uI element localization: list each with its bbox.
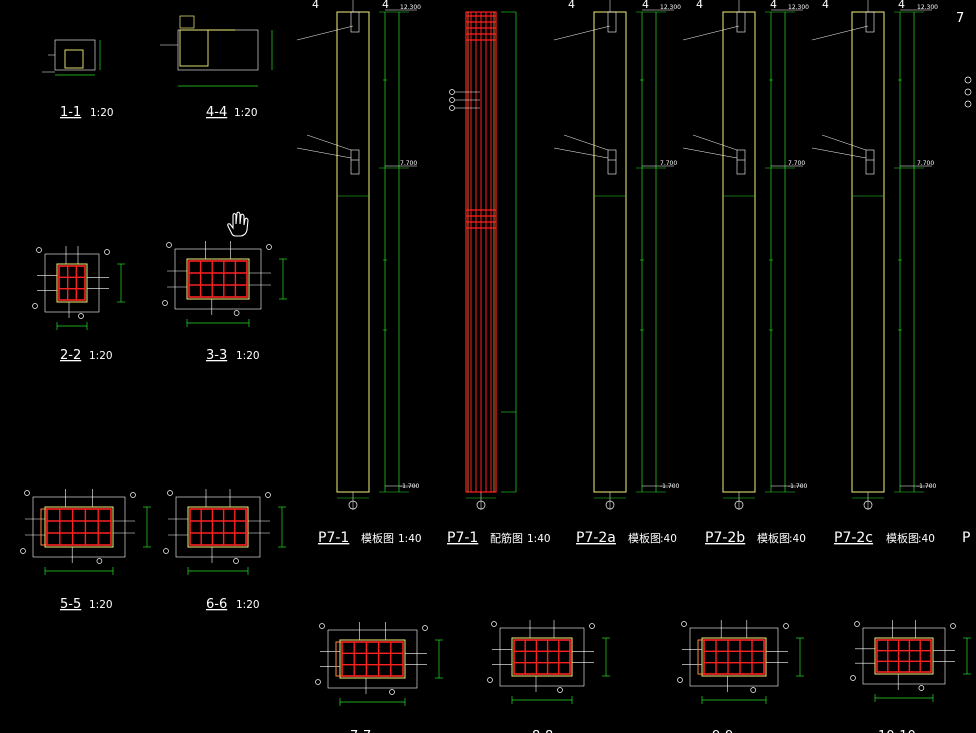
elevation-name: P7-2b (705, 530, 745, 546)
hand-pan-icon (227, 211, 249, 237)
elevation-scale: :40 (660, 533, 677, 545)
elevation-p7-1-template (296, 0, 417, 510)
grid-label: 4 (312, 0, 319, 11)
elevation-name: P7-2c (834, 530, 873, 546)
level-bottom: -1.700 (788, 483, 808, 490)
elevation-title: P7-2c 模板图 :40 (834, 530, 935, 546)
section-1-1-drawing (42, 39, 101, 76)
right-edge-markers (964, 76, 972, 108)
section-6-6-drawing (163, 489, 286, 575)
view-id: 10-10 (878, 729, 916, 733)
level-mid: 7.700 (917, 160, 934, 167)
view-id: 3-3 (206, 348, 227, 363)
section-9-9-drawing (677, 620, 804, 704)
elevation-p7-2c-template (811, 0, 932, 510)
section-2-2-drawing (32, 246, 125, 330)
bottom-view-titles: 7-7 8-8 9-9 10-10 (350, 729, 916, 733)
elevation-scale: 1:40 (398, 533, 422, 545)
view-scale: 1:20 (236, 350, 260, 362)
elevation-title: P7-2b 模板图 :40 (705, 530, 806, 546)
level-top: 12.300 (400, 4, 421, 11)
level-top: 12.300 (788, 4, 809, 11)
level-mid: 7.700 (788, 160, 805, 167)
level-bottom: -1.700 (917, 483, 937, 490)
grid-label: 4 (770, 0, 777, 11)
section-7-7-drawing (315, 622, 443, 706)
elevation-title: P (962, 530, 970, 546)
view-scale: 1:20 (89, 350, 113, 362)
grid-label: 4 (382, 0, 389, 11)
level-mid: 7.700 (660, 160, 677, 167)
view-scale: 1:20 (236, 599, 260, 611)
view-scale: 1:20 (90, 107, 114, 119)
view-id: 6-6 (206, 597, 227, 612)
elevation-p7-1-reinforcement (449, 11, 517, 510)
level-bottom: -1.700 (400, 483, 420, 490)
grid-axis-labels: 4 4 4 4 4 4 4 4 7 (312, 0, 964, 26)
view-scale: 1:20 (89, 599, 113, 611)
grid-label: 4 (642, 0, 649, 11)
elevation-kind: 模板图 (886, 531, 919, 545)
elevation-kind: 模板图 (628, 531, 661, 545)
level-top: 12.300 (660, 4, 681, 11)
elevation-title: P7-1 配筋图 1:40 (447, 530, 551, 546)
grid-label: 4 (898, 0, 905, 11)
elevation-p7-2b-template (682, 0, 803, 510)
grid-label: 4 (568, 0, 575, 11)
grid-label: 4 (822, 0, 829, 11)
section-4-4-title: 4-4 1:20 (206, 105, 258, 120)
elevation-kind: 配筋图 (490, 531, 523, 545)
view-id: 8-8 (532, 729, 553, 733)
grid-label: 4 (696, 0, 703, 11)
elevation-kind: 模板图 (361, 531, 394, 545)
section-2-2-title: 2-2 1:20 (60, 348, 113, 363)
elevation-level-labels: 12.300 7.700 -1.700 12.300 7.700 -1.700 … (400, 4, 938, 490)
elevation-scale: :40 (918, 533, 935, 545)
view-id: 7-7 (350, 729, 371, 733)
elevation-name: P7-2a (576, 530, 616, 546)
level-mid: 7.700 (400, 160, 417, 167)
section-8-8-drawing (487, 620, 610, 704)
view-scale: 1:20 (234, 107, 258, 119)
section-6-6-title: 6-6 1:20 (206, 597, 260, 612)
grid-label: 7 (956, 11, 964, 26)
view-id: 2-2 (60, 348, 81, 363)
view-id: 5-5 (60, 597, 81, 612)
section-5-5-title: 5-5 1:20 (60, 597, 113, 612)
elevation-name: P (962, 530, 970, 546)
elevation-p7-2a-template (553, 0, 674, 510)
elevation-title: P7-2a 模板图 :40 (576, 530, 677, 546)
level-top: 12.300 (917, 4, 938, 11)
elevation-title: P7-1 模板图 1:40 (318, 530, 422, 546)
elevation-name: P7-1 (318, 530, 349, 546)
view-id: 4-4 (206, 105, 227, 120)
section-5-5-drawing (20, 489, 151, 575)
elevation-scale: 1:40 (527, 533, 551, 545)
section-4-4-drawing (160, 15, 273, 87)
view-id: 1-1 (60, 105, 81, 120)
elevation-scale: :40 (789, 533, 806, 545)
section-3-3-drawing (162, 241, 287, 327)
elevation-kind: 模板图 (757, 531, 790, 545)
section-3-3-title: 3-3 1:20 (206, 348, 260, 363)
level-bottom: -1.700 (660, 483, 680, 490)
elevation-name: P7-1 (447, 530, 478, 546)
section-1-1-title: 1-1 1:20 (60, 105, 114, 120)
section-10-10-drawing (850, 620, 971, 702)
view-id: 9-9 (712, 729, 733, 733)
